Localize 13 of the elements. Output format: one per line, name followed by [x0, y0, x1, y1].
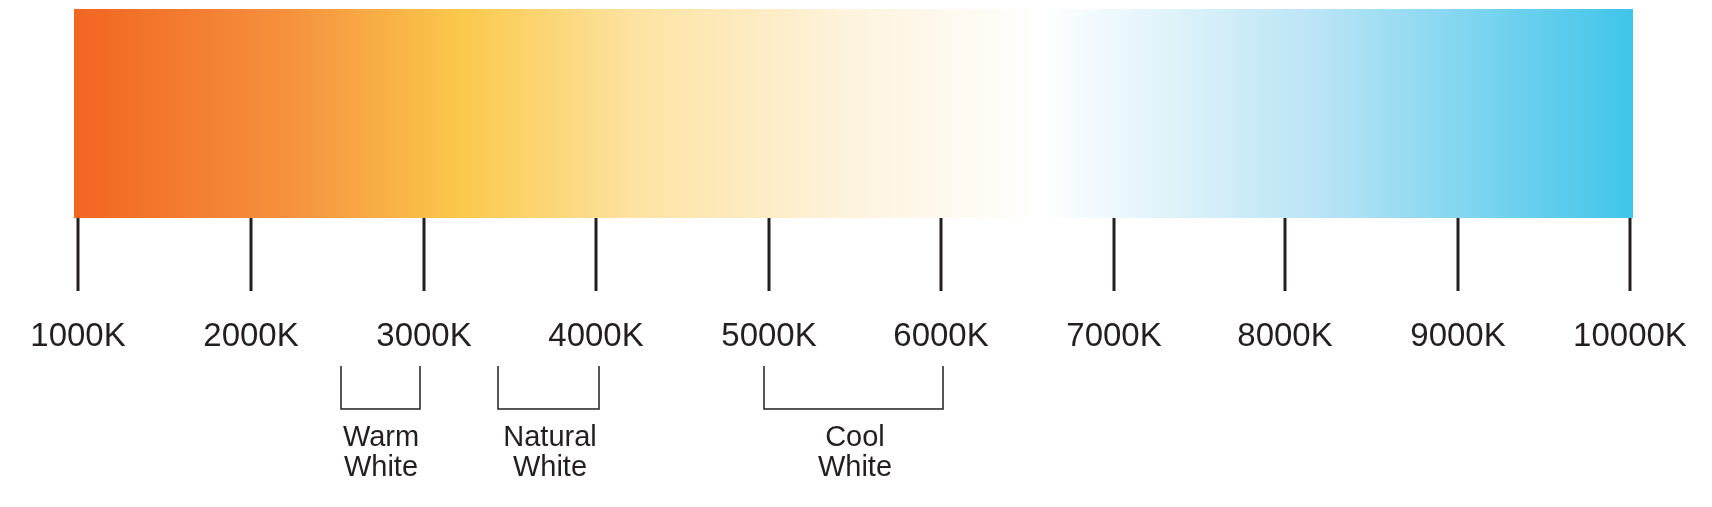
range-label: Cool White — [816, 421, 894, 481]
tick-label: 5000K — [720, 318, 818, 351]
range-label: Warm White — [341, 421, 421, 481]
range-label: Natural White — [502, 421, 598, 481]
tick-label: 10000K — [1572, 318, 1688, 351]
tick-label: 2000K — [202, 318, 300, 351]
tick-label: 9000K — [1409, 318, 1507, 351]
tick-label: 4000K — [547, 318, 645, 351]
tick-label: 7000K — [1065, 318, 1163, 351]
tick-label: 1000K — [29, 318, 127, 351]
tick-label: 8000K — [1236, 318, 1334, 351]
tick-label: 3000K — [375, 318, 473, 351]
tick-label: 6000K — [892, 318, 990, 351]
